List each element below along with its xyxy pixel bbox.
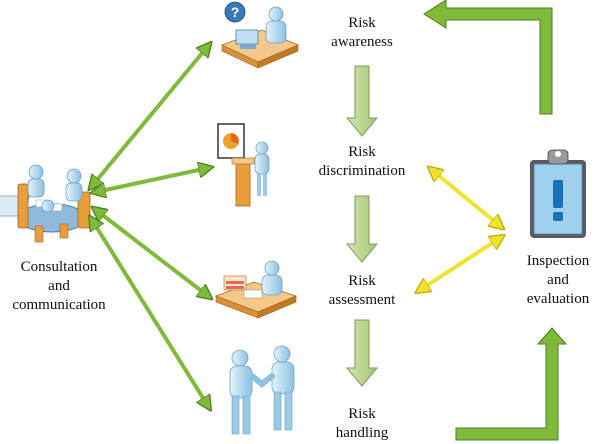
step-label-assessment: Risk assessment <box>302 272 422 310</box>
step-label-line: assessment <box>328 292 396 308</box>
step-label-line: Risk <box>348 273 376 289</box>
flow-arrows <box>345 65 379 387</box>
question-desk-icon: ? <box>220 1 300 69</box>
evaluation-arrows <box>420 170 500 290</box>
step-label-awareness: Risk awareness <box>312 14 412 52</box>
eval-arrow-discrimination <box>432 170 500 226</box>
consultation-label: Consultation and communication <box>2 258 116 315</box>
consultation-label-line: and <box>48 278 70 294</box>
consult-arrow-discrimination <box>96 168 208 192</box>
consult-arrow-awareness <box>92 46 208 186</box>
step-label-line: Risk <box>348 15 376 31</box>
meeting-table-icon <box>0 164 91 243</box>
step-label-line: Risk <box>348 406 376 422</box>
flow-arrow-2 <box>345 195 379 263</box>
clipboard-alert-icon <box>530 149 586 238</box>
svg-text:?: ? <box>231 4 240 20</box>
consultation-arrows <box>92 46 208 406</box>
consultation-label-line: Consultation <box>20 259 98 275</box>
presentation-icon <box>217 123 270 207</box>
inspection-label-line: Inspection <box>526 253 590 269</box>
step-label-discrimination: Risk discrimination <box>302 143 422 181</box>
step-label-line: discrimination <box>318 163 406 179</box>
handshake-icon <box>229 345 295 435</box>
desk-work-icon <box>214 260 298 319</box>
consult-arrow-handling <box>92 220 208 406</box>
flow-arrow-3 <box>345 319 379 387</box>
feedback-arrows <box>423 0 568 441</box>
step-label-line: Risk <box>348 144 376 160</box>
feedback-arrow-bottom <box>455 327 568 441</box>
inspection-label-line: evaluation <box>526 291 590 307</box>
inspection-label: Inspection and evaluation <box>516 252 600 309</box>
eval-arrow-assessment <box>420 238 500 290</box>
consultation-label-line: communication <box>12 297 106 313</box>
inspection-label-line: and <box>547 272 569 288</box>
step-label-handling: Risk handling <box>312 405 412 443</box>
feedback-arrow-top <box>423 0 553 115</box>
step-label-line: awareness <box>331 34 393 50</box>
step-label-line: handling <box>335 425 389 441</box>
flow-arrow-1 <box>345 65 379 137</box>
